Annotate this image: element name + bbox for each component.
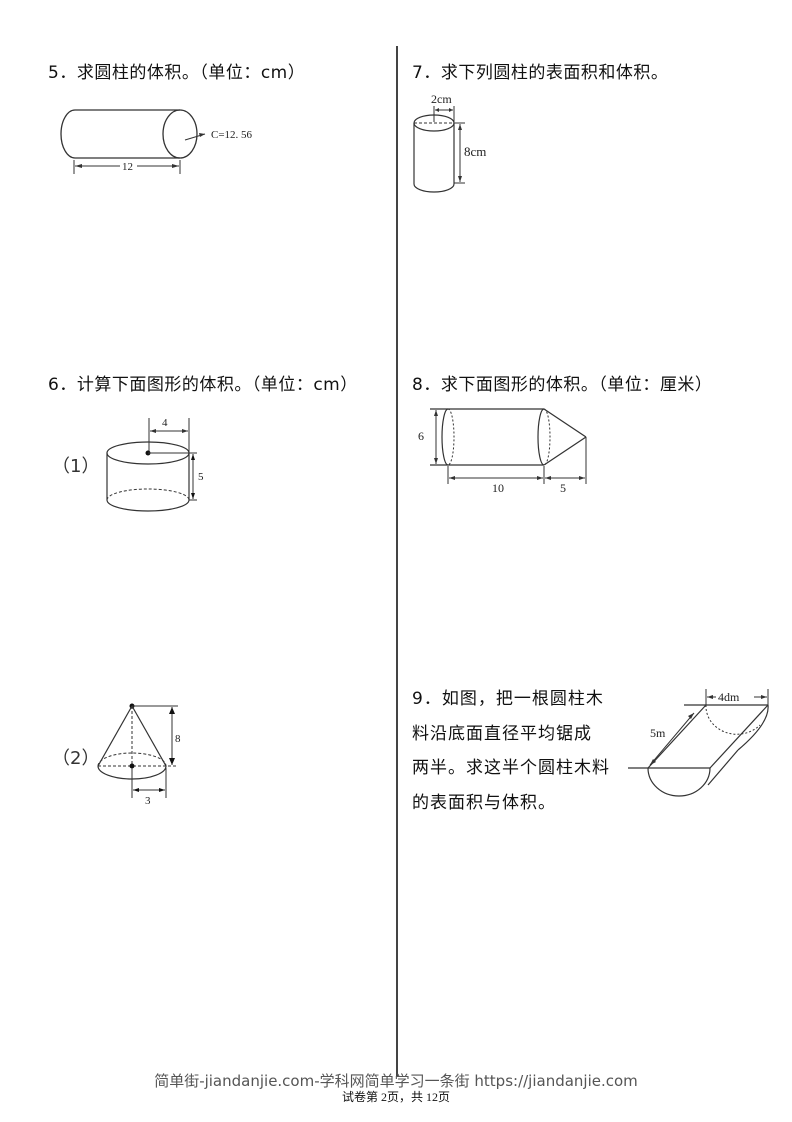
question-9-text: 9．如图，把一根圆柱木 料沿底面直径平均锯成 两半。求这半个圆柱木料 的表面积与…: [412, 682, 622, 820]
length-label: 5m: [650, 726, 666, 740]
footer-watermark: 简单街-jiandanjie.com-学科网简单学习一条街 https://ji…: [154, 1072, 638, 1090]
question-7-cylinder-figure: 2cm 8cm: [413, 92, 486, 193]
question-9-line-2: 料沿底面直径平均锯成: [412, 723, 592, 744]
question-6-title: 6．计算下面图形的体积。（单位：cm）: [48, 375, 358, 395]
question-8-title: 8．求下面图形的体积。（单位：厘米）: [412, 375, 713, 395]
question-5-title: 5．求圆柱的体积。（单位：cm）: [48, 63, 306, 83]
question-9-line-1: 9．如图，把一根圆柱木: [412, 689, 604, 709]
height-label: 5: [198, 471, 204, 483]
radius-label: 2cm: [431, 92, 452, 106]
cylinder-length-label: 10: [492, 481, 504, 495]
height-label: 8: [175, 733, 181, 745]
footer-page-info: 试卷第 2页，共 12页: [341, 1090, 450, 1104]
height-label: 8cm: [464, 144, 486, 159]
column-divider: [396, 46, 398, 1076]
question-6-part-1-label: （1）: [52, 456, 100, 477]
question-6-part-2-cone-figure: 8 3: [97, 703, 181, 807]
radius-label: 4: [162, 417, 168, 429]
question-9-line-4: 的表面积与体积。: [412, 792, 556, 813]
question-7-title: 7．求下列圆柱的表面积和体积。: [412, 63, 669, 83]
diameter-label: 4dm: [718, 690, 740, 704]
length-label: 12: [122, 161, 133, 173]
question-9-half-cylinder-figure: 4dm 5m: [628, 689, 769, 797]
radius-label: 3: [145, 795, 151, 807]
question-6-part-2-label: （2）: [52, 748, 100, 769]
circumference-label: C=12. 56: [211, 129, 253, 141]
question-8-cylinder-cone-figure: 6 10 5: [418, 408, 587, 495]
question-9-line-3: 两半。求这半个圆柱木料: [412, 758, 610, 778]
question-6-part-1-cylinder-figure: 4 5: [106, 417, 204, 512]
question-5-cylinder-figure: C=12. 56 12: [60, 109, 253, 174]
cone-length-label: 5: [560, 481, 566, 495]
diameter-label: 6: [418, 429, 424, 443]
